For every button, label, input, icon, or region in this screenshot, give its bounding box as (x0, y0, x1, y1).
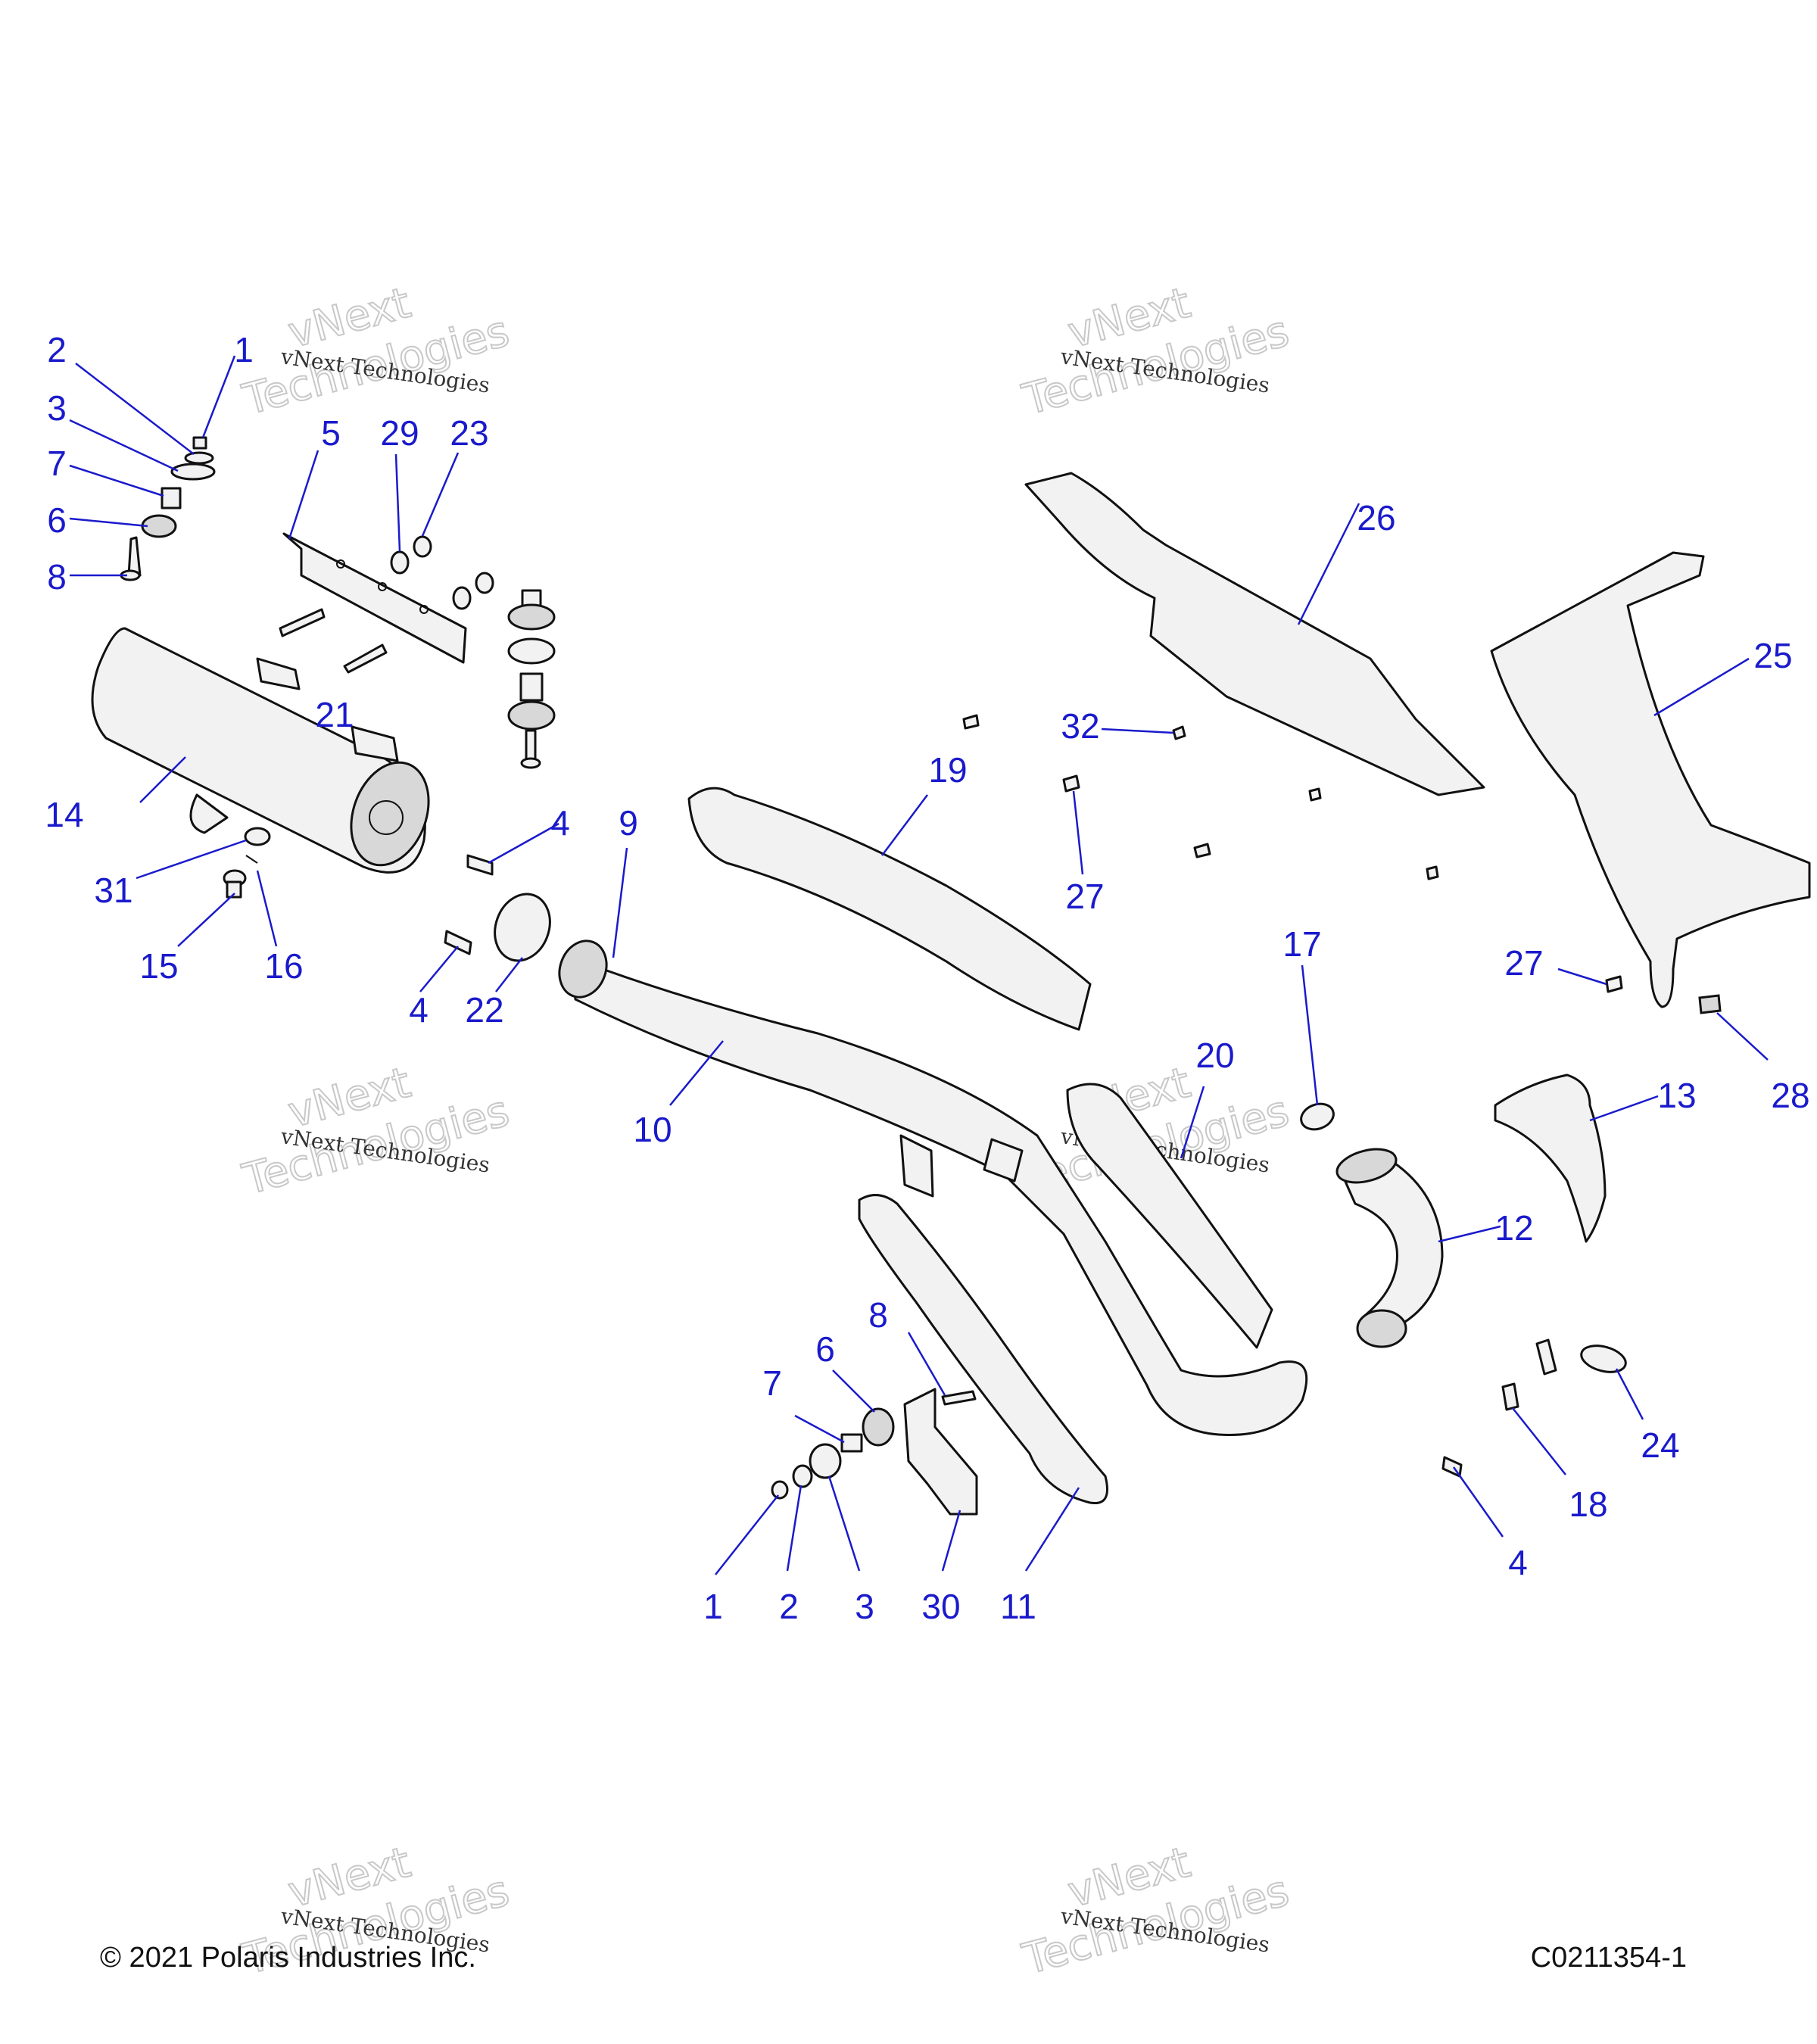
callout-1: 1 (234, 330, 254, 369)
callout-17: 17 (1282, 924, 1321, 964)
callout-labels: 1 2 3 7 6 8 5 29 23 21 14 31 15 16 4 4 2… (45, 330, 1809, 1626)
callout-2: 2 (47, 330, 67, 369)
part-fasteners (962, 714, 1722, 1014)
callout-2: 2 (779, 1587, 799, 1626)
callout-16: 16 (264, 946, 303, 986)
callout-3: 3 (47, 388, 67, 428)
callout-24: 24 (1641, 1426, 1679, 1465)
part-heat-shield-mid (1066, 1083, 1273, 1349)
callout-26: 26 (1357, 498, 1395, 537)
callout-10: 10 (633, 1110, 672, 1149)
callout-28: 28 (1771, 1076, 1809, 1115)
callout-13: 13 (1657, 1076, 1696, 1115)
callout-6: 6 (815, 1329, 835, 1369)
callout-23: 23 (450, 413, 488, 453)
watermark: vNext Technologies (1017, 278, 1295, 426)
callout-20: 20 (1195, 1036, 1234, 1075)
callout-29: 29 (380, 413, 419, 453)
callout-8: 8 (47, 557, 67, 597)
part-hardware-stack-upper (120, 436, 216, 581)
callout-7: 7 (47, 444, 67, 483)
copyright-text: © 2021 Polaris Industries Inc. (100, 1942, 476, 1974)
part-studs (1501, 1338, 1557, 1411)
callout-4: 4 (1508, 1543, 1528, 1582)
callout-19: 19 (928, 750, 967, 790)
part-heat-shield-upper (687, 787, 1092, 1031)
part-bolts (279, 608, 388, 674)
part-hanger-bracket (771, 1388, 978, 1516)
callout-21: 21 (315, 695, 354, 734)
callout-4: 4 (409, 990, 429, 1030)
callout-15: 15 (139, 946, 178, 986)
callout-32: 32 (1061, 706, 1099, 746)
callout-25: 25 (1753, 636, 1792, 675)
part-skid-shield (1024, 472, 1485, 796)
part-muffler-bracket (282, 532, 467, 664)
watermark: vNext Technologies (1017, 1837, 1295, 1986)
part-heat-shield-large (1490, 551, 1811, 1008)
callout-27: 27 (1065, 877, 1104, 916)
callout-7: 7 (762, 1363, 782, 1403)
part-gasket (494, 893, 551, 962)
part-head-pipe (558, 939, 1308, 1436)
part-washers-nuts (390, 535, 494, 610)
part-elbow-pipe (1335, 1148, 1444, 1348)
callout-3: 3 (855, 1587, 874, 1626)
callout-5: 5 (321, 413, 341, 453)
part-ring-gasket (1300, 1102, 1335, 1131)
part-isolator-mount (507, 589, 556, 769)
watermark: vNext Technologies (237, 278, 515, 426)
callout-14: 14 (45, 795, 83, 834)
callout-4: 4 (550, 803, 570, 843)
callout-11: 11 (1000, 1587, 1036, 1626)
callout-31: 31 (94, 871, 132, 910)
part-elbow-shield (1494, 1073, 1607, 1243)
callout-12: 12 (1494, 1208, 1533, 1248)
part-heat-shield-lower (858, 1194, 1108, 1505)
part-muffler (91, 627, 430, 874)
callout-30: 30 (921, 1587, 960, 1626)
callout-8: 8 (868, 1295, 888, 1335)
callout-9: 9 (619, 803, 638, 843)
part-springs-small (223, 827, 271, 899)
callout-1: 1 (703, 1587, 723, 1626)
watermark: vNext Technologies (237, 1058, 515, 1206)
callout-18: 18 (1569, 1485, 1607, 1524)
callout-22: 22 (465, 990, 503, 1030)
figure-id: C0211354-1 (1531, 1942, 1687, 1974)
leader-lines (69, 355, 1769, 1575)
callout-6: 6 (47, 500, 67, 540)
callout-27: 27 (1504, 943, 1543, 983)
part-clamp (1580, 1344, 1627, 1373)
